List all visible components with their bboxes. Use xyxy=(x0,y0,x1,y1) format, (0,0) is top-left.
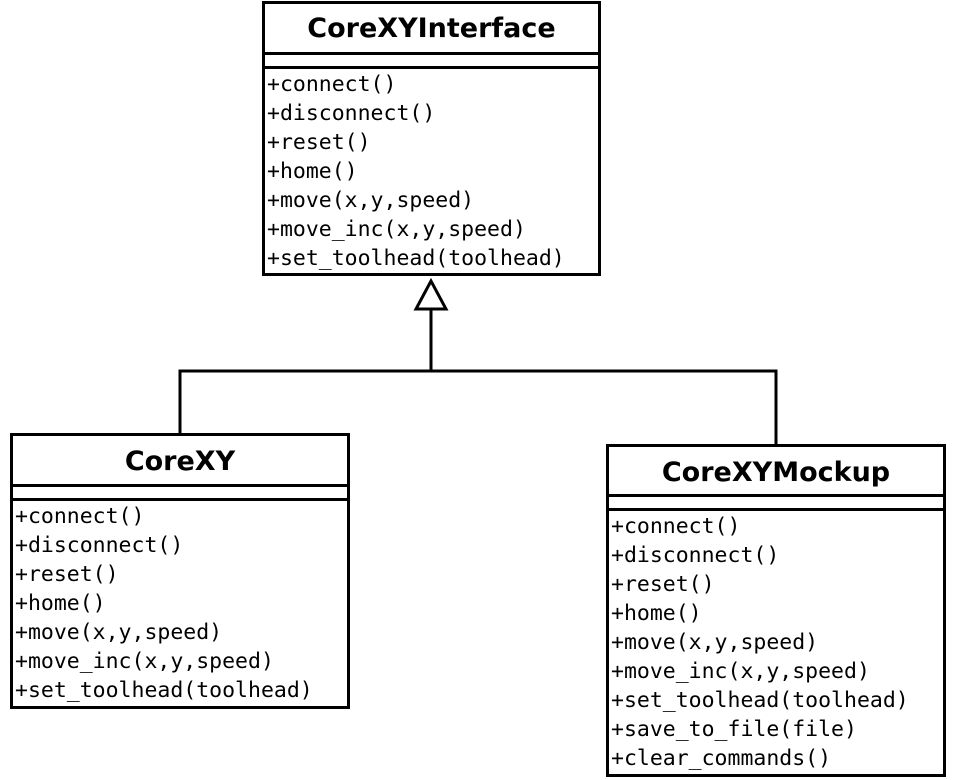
attributes-compartment xyxy=(265,55,598,69)
attributes-compartment xyxy=(13,487,347,501)
methods-compartment: +connect() +disconnect() +reset() +home() +m… xyxy=(265,69,598,273)
method-row: +disconnect() xyxy=(611,543,780,568)
method-row: +move(x,y,speed) xyxy=(611,630,819,655)
class-box-corexymockup: CoreXYMockup +connect() +disconnect() +res… xyxy=(606,444,946,777)
method-row: +reset() xyxy=(15,562,119,587)
methods-compartment: +connect() +disconnect() +reset() +home() +m… xyxy=(609,511,943,773)
method-row: +home() xyxy=(15,591,106,616)
method-row: +set_toolhead(toolhead) xyxy=(611,688,909,713)
method-row: +set_toolhead(toolhead) xyxy=(15,678,313,703)
class-box-corexy: CoreXY +connect() +disconnect() +reset() +h… xyxy=(10,433,350,709)
method-row: +connect() xyxy=(267,72,397,97)
method-row: +clear_commands() xyxy=(611,746,832,771)
method-row: +set_toolhead(toolhead) xyxy=(267,246,565,271)
method-row: +disconnect() xyxy=(15,533,184,558)
class-box-corexyinterface: CoreXYInterface +connect()+disconnect()+… xyxy=(262,1,601,276)
attributes-compartment xyxy=(609,497,943,511)
method-row: +home() xyxy=(611,601,702,626)
methods-compartment: +connect() +disconnect() +reset() +home() +m… xyxy=(13,501,347,705)
method-row: +connect() xyxy=(611,514,741,539)
method-row: +move(x,y,speed) xyxy=(267,188,475,213)
method-row: +connect() xyxy=(15,504,145,529)
method-row: +disconnect() xyxy=(267,101,436,126)
class-name: CoreXY xyxy=(13,436,347,487)
method-row: +save_to_file(file) xyxy=(611,717,857,742)
method-row: +move_inc(x,y,speed) xyxy=(267,217,526,242)
method-row: +move(x,y,speed) xyxy=(15,620,223,645)
method-row: +move_inc(x,y,speed) xyxy=(15,649,274,674)
generalization-arrowhead-icon xyxy=(413,277,449,311)
method-row: +reset() xyxy=(611,572,715,597)
method-row: +reset() xyxy=(267,130,371,155)
generalization-line-corexy xyxy=(178,309,433,433)
generalization-line-mockup xyxy=(431,369,778,444)
class-name: CoreXYMockup xyxy=(609,447,943,497)
class-name: CoreXYInterface xyxy=(265,4,598,55)
method-row: +move_inc(x,y,speed) xyxy=(611,659,870,684)
method-row: +home() xyxy=(267,159,358,184)
